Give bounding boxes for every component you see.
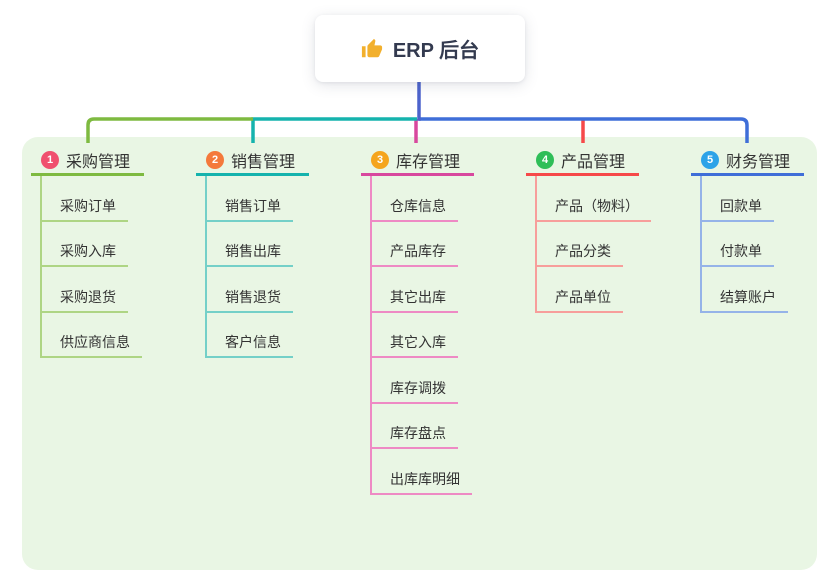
child-label: 供应商信息 <box>60 334 130 350</box>
child-node[interactable]: 产品单位 <box>537 267 623 313</box>
child-node[interactable]: 仓库信息 <box>372 176 458 222</box>
child-label: 产品单位 <box>555 288 611 305</box>
child-label: 其它入库 <box>390 334 446 350</box>
child-label: 回款单 <box>720 197 762 214</box>
branch-title-label: 产品管理 <box>561 154 626 171</box>
branch-children: 仓库信息 产品库存 其它出库 其它入库 库存调拨 库存盘点 出库库明细 <box>370 176 472 495</box>
child-node[interactable]: 其它入库 <box>372 313 458 358</box>
child-label: 采购退货 <box>60 288 116 305</box>
branch-title-label: 财务管理 <box>726 154 791 171</box>
child-label: 出库库明细 <box>390 470 460 487</box>
child-node[interactable]: 供应商信息 <box>42 313 142 358</box>
child-label: 结算账户 <box>720 288 776 305</box>
child-label: 库存盘点 <box>390 425 446 441</box>
child-label: 产品（物料） <box>555 197 639 214</box>
child-label: 销售出库 <box>225 243 281 259</box>
branch-inventory: 3 库存管理 仓库信息 产品库存 其它出库 其它入库 库存调拨 库存盘点 出库库… <box>361 147 474 495</box>
child-node[interactable]: 产品（物料） <box>537 176 651 222</box>
thumbs-up-icon <box>361 38 382 57</box>
child-label: 库存调拨 <box>390 379 446 396</box>
branch-title-sales[interactable]: 2 销售管理 <box>196 147 309 176</box>
branches-panel <box>22 137 817 570</box>
child-label: 付款单 <box>720 243 762 259</box>
child-label: 采购订单 <box>60 197 116 214</box>
child-label: 采购入库 <box>60 243 116 259</box>
branch-title-inventory[interactable]: 3 库存管理 <box>361 147 474 176</box>
child-node[interactable]: 出库库明细 <box>372 449 472 495</box>
child-node[interactable]: 库存盘点 <box>372 404 458 449</box>
branch-title-purchase[interactable]: 1 采购管理 <box>31 147 144 176</box>
child-node[interactable]: 结算账户 <box>702 267 788 313</box>
child-node[interactable]: 付款单 <box>702 222 774 267</box>
branch-children: 销售订单 销售出库 销售退货 客户信息 <box>205 176 293 358</box>
child-node[interactable]: 销售订单 <box>207 176 293 222</box>
branch-finance: 5 财务管理 回款单 付款单 结算账户 <box>691 147 804 313</box>
child-node[interactable]: 其它出库 <box>372 267 458 313</box>
branch-sales: 2 销售管理 销售订单 销售出库 销售退货 客户信息 <box>196 147 309 358</box>
child-node[interactable]: 销售出库 <box>207 222 293 267</box>
branch-title-label: 库存管理 <box>396 154 461 171</box>
branch-number-badge: 3 <box>371 151 389 169</box>
branch-purchase: 1 采购管理 采购订单 采购入库 采购退货 供应商信息 <box>31 147 144 358</box>
child-label: 产品分类 <box>555 243 611 259</box>
branch-number-badge: 2 <box>206 151 224 169</box>
branch-title-label: 销售管理 <box>231 154 296 171</box>
child-node[interactable]: 采购退货 <box>42 267 128 313</box>
root-node[interactable]: ERP 后台 <box>315 15 525 82</box>
branch-number-badge: 1 <box>41 151 59 169</box>
child-node[interactable]: 采购订单 <box>42 176 128 222</box>
branch-title-product[interactable]: 4 产品管理 <box>526 147 639 176</box>
child-node[interactable]: 库存调拨 <box>372 358 458 404</box>
branch-number-badge: 4 <box>536 151 554 169</box>
child-node[interactable]: 产品库存 <box>372 222 458 267</box>
child-node[interactable]: 客户信息 <box>207 313 293 358</box>
child-node[interactable]: 回款单 <box>702 176 774 222</box>
branch-product: 4 产品管理 产品（物料） 产品分类 产品单位 <box>526 147 651 313</box>
child-label: 销售订单 <box>225 197 281 214</box>
branch-children: 采购订单 采购入库 采购退货 供应商信息 <box>40 176 142 358</box>
branch-number-badge: 5 <box>701 151 719 169</box>
child-node[interactable]: 销售退货 <box>207 267 293 313</box>
child-node[interactable]: 产品分类 <box>537 222 623 267</box>
child-label: 仓库信息 <box>390 197 446 214</box>
branch-title-label: 采购管理 <box>66 154 131 171</box>
child-label: 其它出库 <box>390 288 446 305</box>
branch-children: 回款单 付款单 结算账户 <box>700 176 788 313</box>
child-node[interactable]: 采购入库 <box>42 222 128 267</box>
child-label: 销售退货 <box>225 288 281 305</box>
child-label: 客户信息 <box>225 334 281 350</box>
branch-title-finance[interactable]: 5 财务管理 <box>691 147 804 176</box>
root-title: ERP 后台 <box>392 40 480 62</box>
branch-children: 产品（物料） 产品分类 产品单位 <box>535 176 651 313</box>
child-label: 产品库存 <box>390 243 446 259</box>
